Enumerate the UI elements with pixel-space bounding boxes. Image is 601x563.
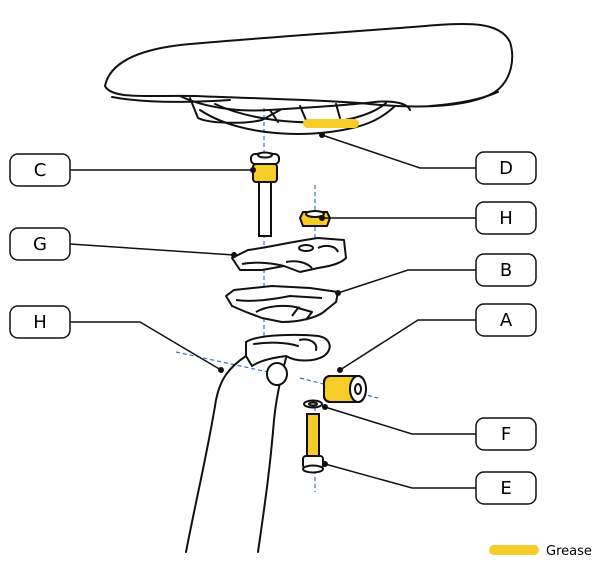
callout-label-c: C — [34, 160, 47, 181]
bolt-c — [250, 151, 280, 237]
legend-grease-swatch — [489, 545, 539, 555]
barrel-nut-a — [323, 375, 367, 403]
clamp-g — [231, 237, 347, 273]
cradle-b — [225, 285, 339, 323]
leader-lines — [69, 134, 476, 489]
callout-label-e: E — [500, 478, 511, 499]
seatpost — [185, 333, 331, 553]
callout-label-b: B — [500, 260, 512, 281]
leader-dots — [218, 132, 343, 467]
callout-label-g: G — [33, 234, 47, 255]
bolt-e — [302, 413, 324, 474]
washer-f — [303, 399, 323, 409]
callout-label-f: F — [501, 424, 511, 445]
grease-mark-rail — [303, 119, 359, 128]
callout-boxes — [9, 151, 537, 505]
callout-label-h-left: H — [33, 312, 47, 333]
callout-label-a: A — [500, 310, 513, 331]
legend-grease-label: Grease — [546, 544, 592, 559]
callout-label-h-right: H — [499, 208, 513, 229]
saddle — [104, 22, 514, 135]
callout-label-d: D — [499, 158, 513, 179]
legend: Grease — [489, 544, 592, 559]
